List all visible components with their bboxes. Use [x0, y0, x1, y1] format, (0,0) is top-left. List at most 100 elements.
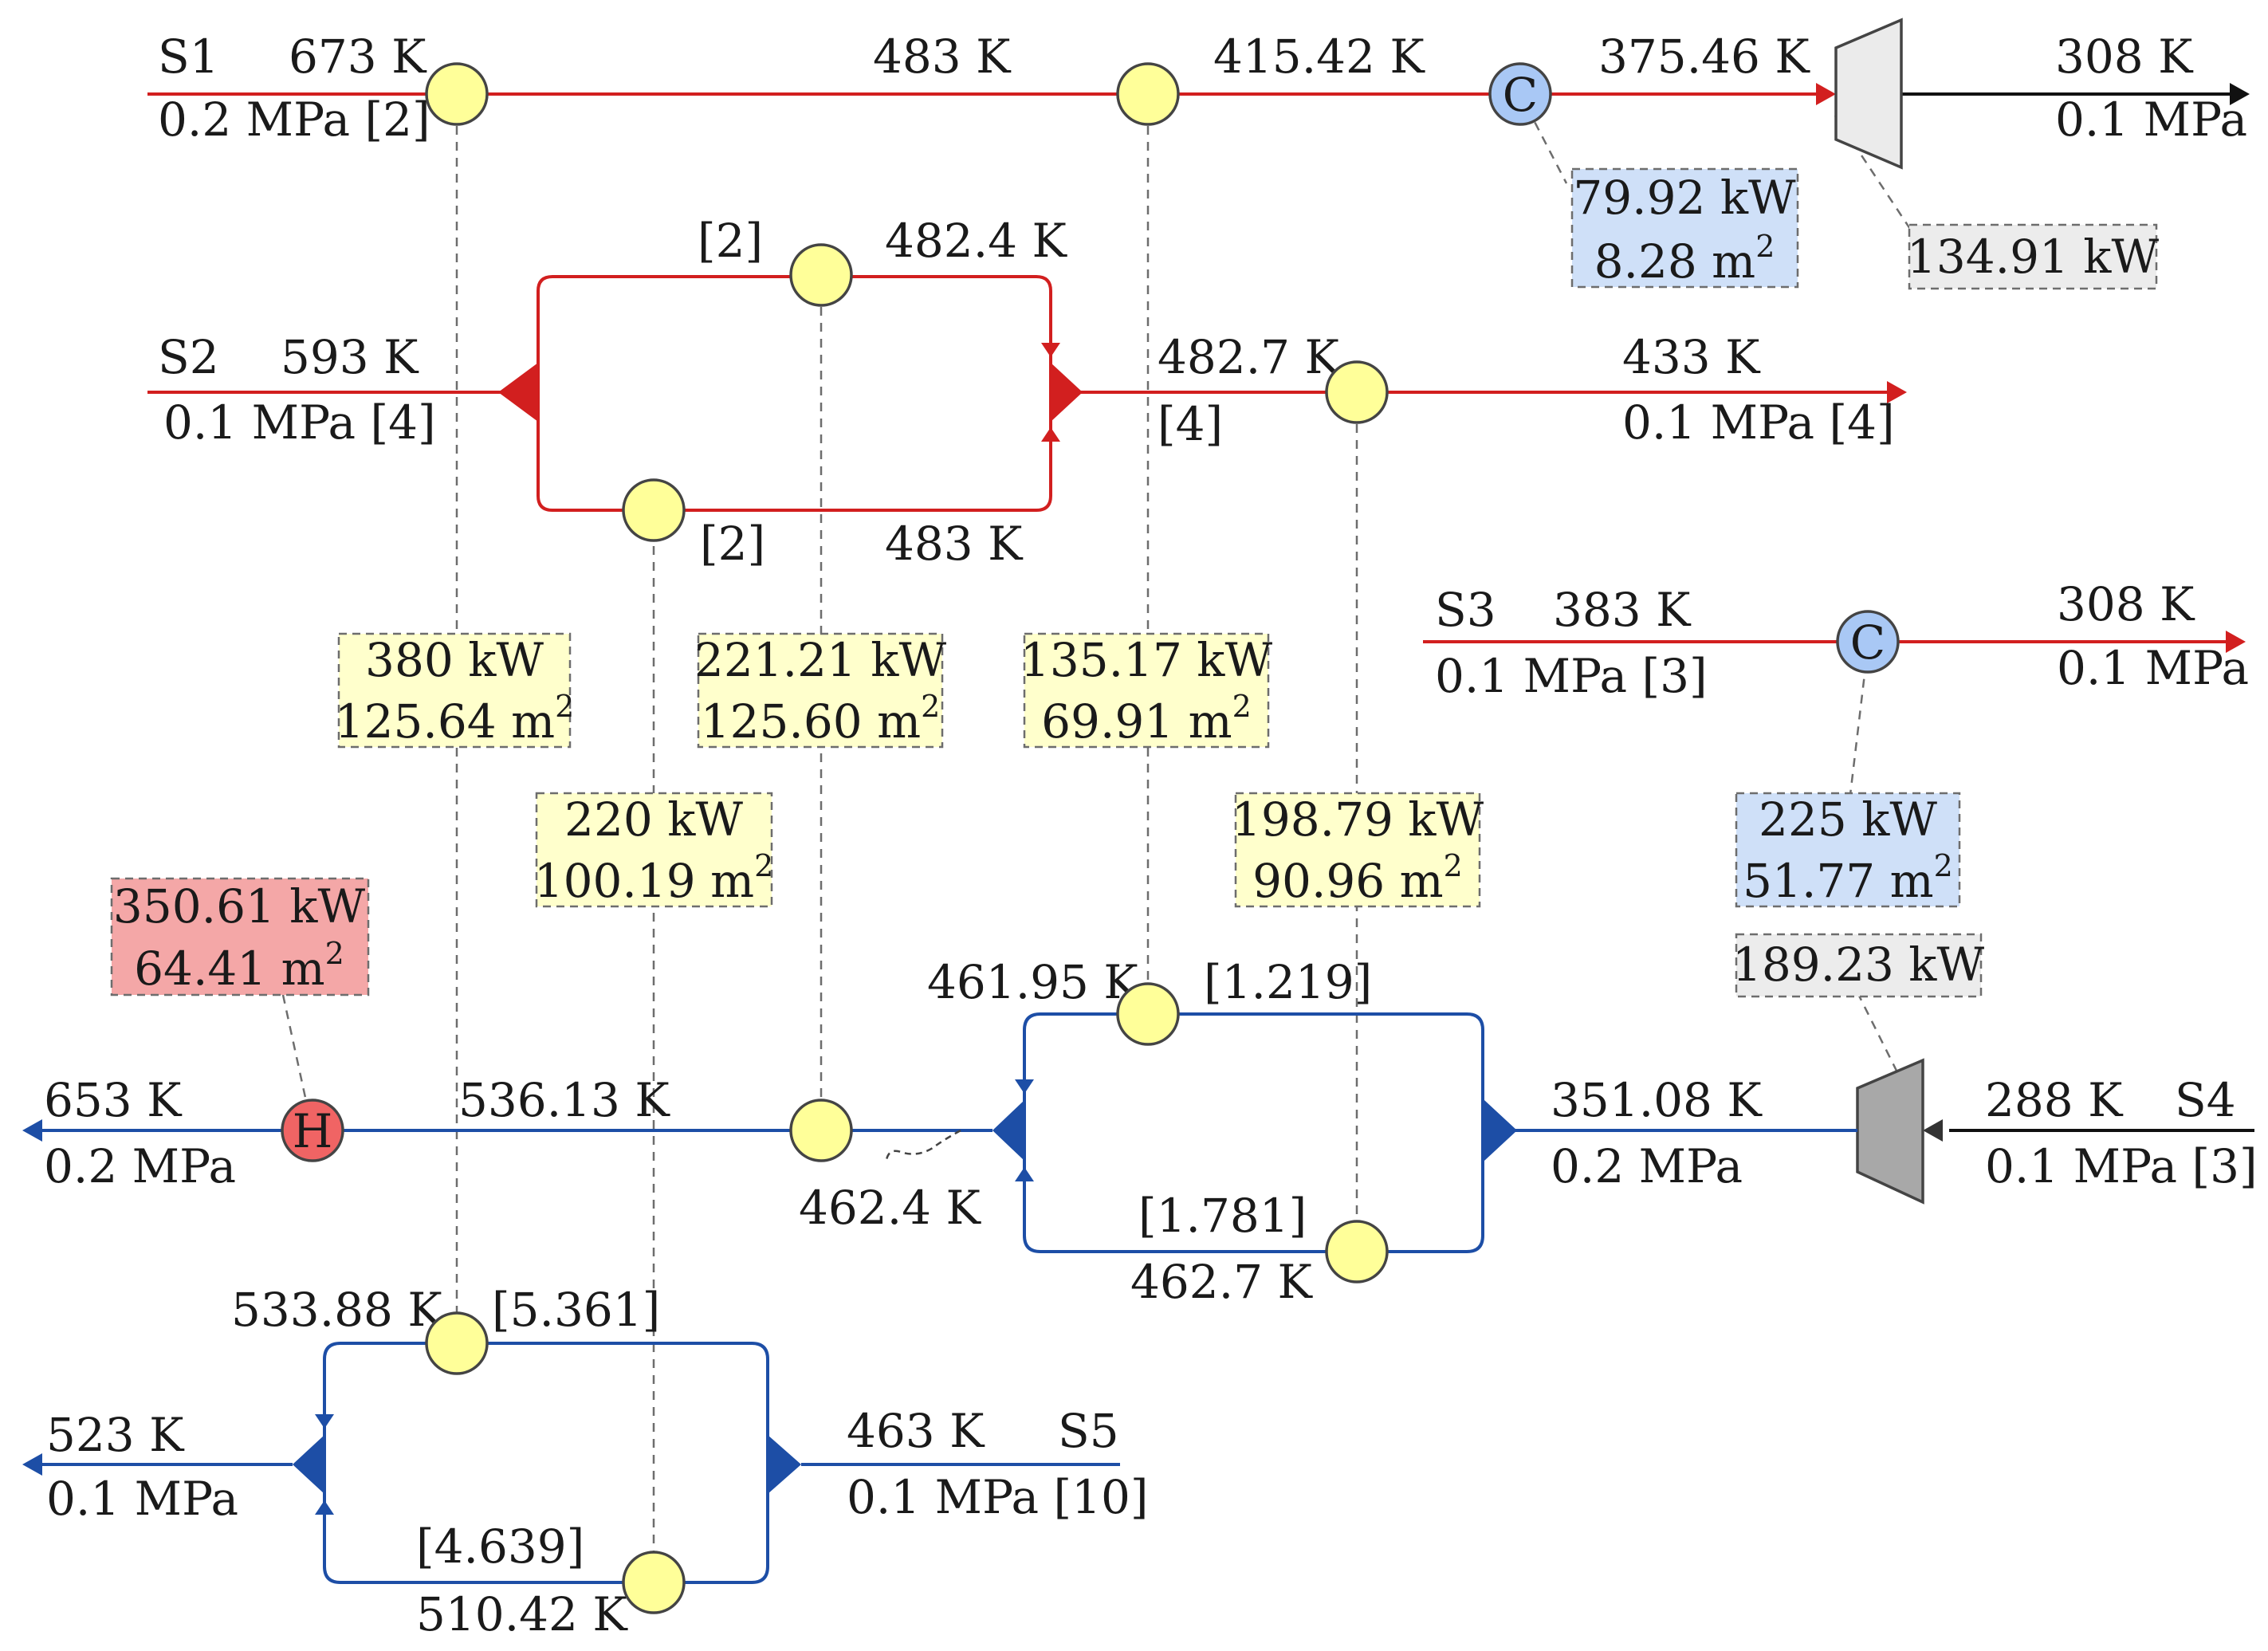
s2-name: S2	[158, 330, 219, 384]
s1-temp-after-hx1: 483 K	[873, 29, 1012, 84]
turbine-info-box: 134.91 kW	[1907, 223, 2160, 290]
heater-symbol: H	[293, 1104, 333, 1158]
turbine-icon	[1834, 18, 1903, 170]
s2-mixed-split-ratio: [4]	[1158, 397, 1223, 451]
cooler1-duty: 79.92 kW	[1573, 171, 1796, 225]
cooler2[interactable]: C	[1836, 610, 1900, 674]
s1-inlet-temperature: 673 K	[289, 29, 427, 84]
stream-s1: S1 673 K 0.2 MPa [2] 483 K 415.42 K 375.…	[147, 18, 2250, 170]
hx4-area: 100.19 m2	[534, 848, 774, 908]
s4-bottom-branch-temperature: 462.7 K	[1130, 1255, 1313, 1309]
s2-mixed-temperature: 482.7 K	[1158, 330, 1340, 384]
stream-s5: S5 463 K 0.1 MPa [10] 533.88 K [5.361] […	[22, 1283, 1149, 1641]
heater-duty: 350.61 kW	[113, 879, 366, 934]
hx1-duty: 380 kW	[365, 633, 544, 687]
s4-outlet-temperature: 653 K	[44, 1073, 183, 1127]
cooler1-icon	[1488, 62, 1552, 126]
hx2-area: 125.60 m2	[701, 689, 941, 749]
heater-area: 64.41 m2	[134, 936, 344, 996]
s1-temp-after-hx3: 415.42 K	[1213, 29, 1425, 84]
hx1-hot-node[interactable]	[425, 62, 489, 126]
hx3-area: 69.91 m2	[1041, 689, 1252, 749]
s3-outlet-pressure: 0.1 MPa	[2057, 641, 2249, 695]
hx5-hot-node[interactable]	[1325, 360, 1389, 424]
hx3-info-box: 135.17 kW 69.91 m2	[1020, 632, 1273, 749]
s5-inlet-temperature: 463 K	[847, 1404, 985, 1458]
s3-inlet-pressure: 0.1 MPa [3]	[1435, 649, 1708, 703]
s1-inlet-pressure: 0.2 MPa [2]	[158, 92, 430, 147]
compressor-icon	[1856, 1058, 1924, 1205]
hx3-duty: 135.17 kW	[1020, 633, 1273, 687]
hx3-cold-node[interactable]	[1116, 982, 1180, 1046]
s5-outlet-pressure: 0.1 MPa	[46, 1472, 238, 1526]
hx4-hot-node[interactable]	[622, 478, 686, 542]
s5-bottom-branch-temperature: 510.42 K	[416, 1587, 628, 1641]
hx5-duty: 198.79 kW	[1232, 792, 1484, 847]
s5-name: S5	[1058, 1404, 1119, 1458]
hx4-cold-node[interactable]	[622, 1551, 686, 1614]
stream-s4: S4 288 K 0.1 MPa [3] 351.08 K 0.2 MPa 46…	[22, 955, 2258, 1309]
hx2-info-box: 221.21 kW 125.60 m2	[694, 632, 947, 749]
s1-temp-after-cooler: 375.46 K	[1598, 29, 1810, 84]
s1-outlet-temperature: 308 K	[2055, 29, 2194, 84]
cooler1-area: 8.28 m2	[1594, 229, 1775, 289]
s4-compressed-temperature: 351.08 K	[1551, 1073, 1763, 1127]
s4-compressed-pressure: 0.2 MPa	[1551, 1139, 1743, 1193]
cooler2-icon	[1836, 610, 1900, 674]
s3-outlet-temperature: 308 K	[2057, 577, 2195, 631]
hx1-area: 125.64 m2	[335, 689, 575, 749]
compressor-power: 189.23 kW	[1732, 938, 1985, 992]
cooler1-symbol: C	[1503, 68, 1538, 122]
s5-top-split-ratio: [5.361]	[492, 1283, 660, 1337]
s4-bottom-split-ratio: [1.781]	[1138, 1189, 1307, 1243]
cooler2-duty: 225 kW	[1759, 792, 1937, 847]
hx2-hot-node[interactable]	[789, 243, 853, 307]
heater-info-box: 350.61 kW 64.41 m2	[110, 877, 370, 996]
s2-outlet-temperature: 433 K	[1622, 330, 1761, 384]
s4-outlet-pressure: 0.2 MPa	[44, 1139, 236, 1193]
s5-outlet-temperature: 523 K	[46, 1408, 185, 1462]
s4-mixed-temperature: 462.4 K	[799, 1181, 981, 1235]
exchanger-nodes	[425, 62, 1389, 1614]
s3-name: S3	[1435, 583, 1496, 637]
s4-name: S4	[2175, 1073, 2236, 1127]
s3-inlet-temperature: 383 K	[1553, 583, 1692, 637]
heater-icon	[281, 1099, 344, 1162]
s2-outlet-pressure: 0.1 MPa [4]	[1622, 395, 1895, 450]
s5-inlet-pressure: 0.1 MPa [10]	[847, 1470, 1149, 1524]
cooler2-area: 51.77 m2	[1743, 848, 1953, 908]
s2-bottom-split-ratio: [2]	[700, 517, 765, 571]
cooler2-info-box: 225 kW 51.77 m2	[1735, 792, 1961, 908]
hx1-cold-node[interactable]	[425, 1311, 489, 1375]
hx3-hot-node[interactable]	[1116, 62, 1180, 126]
hx5-cold-node[interactable]	[1325, 1220, 1389, 1283]
s2-top-split-ratio: [2]	[698, 214, 763, 268]
s2-top-branch-temperature: 482.4 K	[885, 214, 1067, 268]
hx2-duty: 221.21 kW	[694, 633, 947, 687]
s1-outlet-pressure: 0.1 MPa	[2055, 92, 2247, 147]
s4-inlet-temperature: 288 K	[1985, 1073, 2124, 1127]
heater[interactable]: H	[281, 1099, 344, 1162]
s4-mix-temperature-pointer	[885, 1129, 961, 1161]
hx2-cold-node[interactable]	[789, 1099, 853, 1162]
hx5-area: 90.96 m2	[1252, 848, 1463, 908]
compressor-info-box: 189.23 kW	[1732, 933, 1985, 998]
s2-inlet-temperature: 593 K	[281, 330, 419, 384]
hx1-info-box: 380 kW 125.64 m2	[335, 632, 575, 749]
exchanger-links	[281, 93, 1913, 1574]
s4-temp-after-hx: 536.13 K	[458, 1073, 670, 1127]
hx4-duty: 220 kW	[564, 792, 743, 847]
s5-bottom-split-ratio: [4.639]	[416, 1519, 584, 1574]
cooler2-symbol: C	[1850, 615, 1885, 670]
hx5-info-box: 198.79 kW 90.96 m2	[1232, 792, 1484, 908]
s4-top-branch-temperature: 461.95 K	[927, 955, 1139, 1009]
cooler1[interactable]: C	[1488, 62, 1552, 126]
s1-name: S1	[158, 29, 219, 84]
cooler1-info-box: 79.92 kW 8.28 m2	[1570, 167, 1799, 289]
s4-top-split-ratio: [1.219]	[1204, 955, 1372, 1009]
s2-bottom-branch-temperature: 483 K	[885, 517, 1024, 571]
s4-inlet-pressure: 0.1 MPa [3]	[1985, 1139, 2258, 1193]
s2-inlet-pressure: 0.1 MPa [4]	[163, 395, 436, 450]
turbine-power: 134.91 kW	[1907, 230, 2160, 284]
